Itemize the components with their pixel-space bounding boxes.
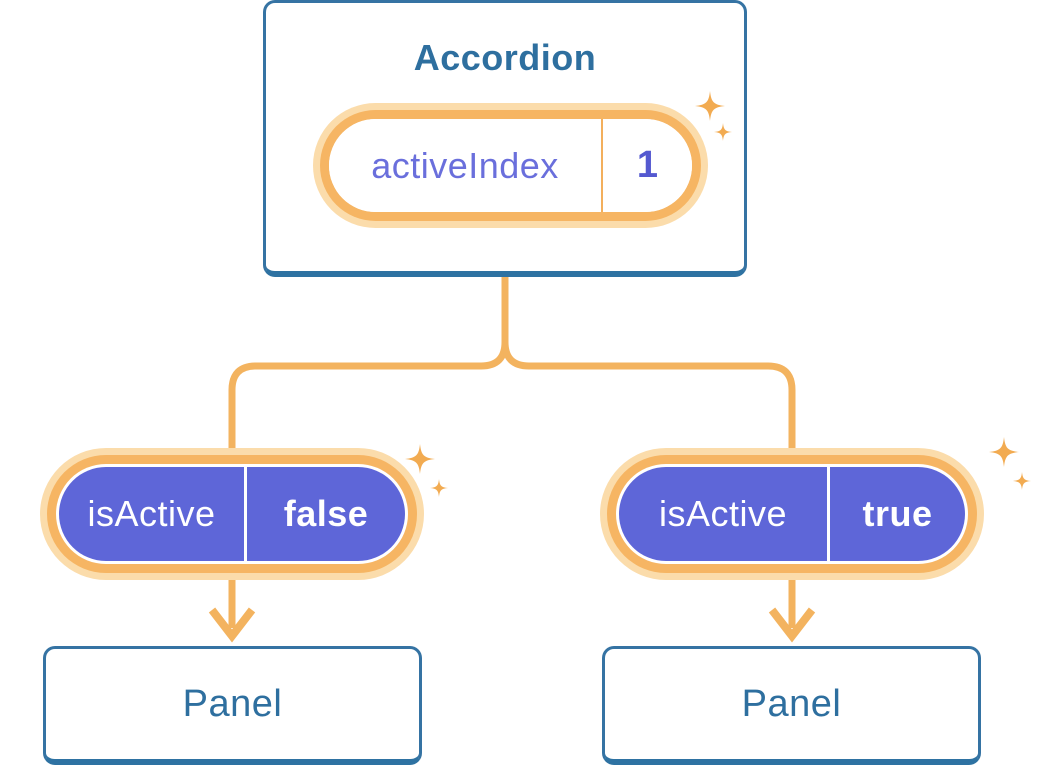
prop-pill-isactive-true: isActive true (600, 448, 984, 580)
accordion-card: Accordion (263, 0, 747, 277)
pill-halo: isActive true (600, 448, 984, 580)
arrowhead-right-icon (768, 607, 816, 643)
prop-value: true (862, 493, 933, 534)
state-name: activeIndex (371, 144, 559, 186)
state-value: 1 (636, 144, 659, 186)
sparkle-icon (1013, 472, 1031, 490)
pill-ring: isActive false (47, 455, 417, 573)
state-pill-activeindex: activeIndex 1 (313, 103, 708, 228)
prop-name: isActive (658, 493, 788, 534)
pill-divider (601, 119, 603, 212)
pill-halo: activeIndex 1 (313, 103, 708, 228)
sparkle-icon (430, 479, 448, 497)
sparkle-icon (405, 444, 435, 474)
pill-divider (244, 467, 247, 561)
panel-card-right: Panel (602, 646, 981, 765)
panel-label: Panel (741, 682, 842, 725)
prop-pill-isactive-false: isActive false (40, 448, 424, 580)
panel-card-left: Panel (43, 646, 422, 765)
pill-ring: isActive true (607, 455, 977, 573)
fork-connector-left (228, 268, 509, 628)
prop-name: isActive (87, 493, 216, 534)
pill-ring: activeIndex 1 (320, 110, 701, 221)
sparkle-icon (695, 91, 725, 121)
fork-connector-right (501, 268, 796, 628)
pill-divider (827, 467, 830, 561)
panel-label: Panel (182, 682, 283, 725)
pill-halo: isActive false (40, 448, 424, 580)
sparkle-icon (714, 123, 732, 141)
arrowhead-left-icon (208, 607, 256, 643)
sparkle-icon (989, 437, 1019, 467)
accordion-title: Accordion (413, 37, 597, 78)
prop-value: false (283, 493, 369, 534)
